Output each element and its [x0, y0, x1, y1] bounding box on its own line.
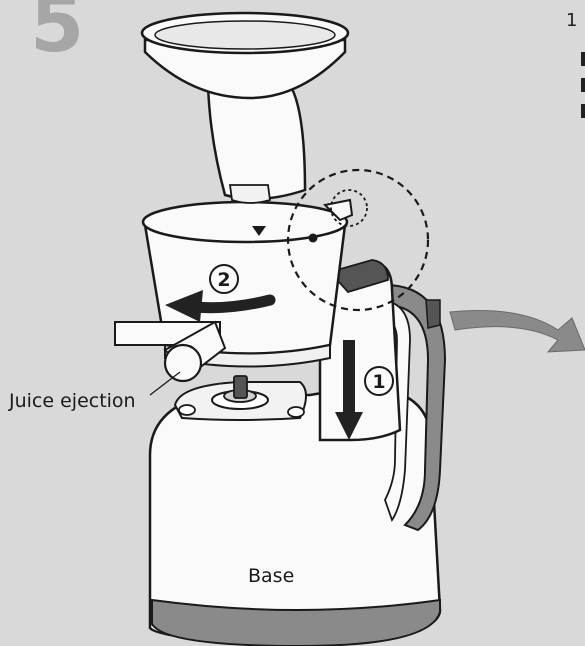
step-marker-2: 2: [210, 265, 238, 293]
juice-ejection-label: Juice ejection: [9, 390, 136, 412]
step-number: 5: [30, 0, 84, 64]
base-top-platform: [175, 376, 306, 420]
latch-hole-right: [288, 407, 304, 417]
alignment-dot-mark: [309, 234, 318, 243]
side-note-number: 1: [566, 10, 577, 31]
base-label: Base: [248, 565, 294, 587]
drive-shaft: [234, 376, 247, 398]
juice-ejection-leader-line: [150, 372, 180, 395]
hopper-funnel: [142, 13, 348, 98]
side-text-stubs: [581, 52, 585, 118]
step-marker-2-text: 2: [217, 269, 230, 291]
next-step-arrow: [450, 310, 585, 352]
step-marker-1-text: 1: [372, 371, 385, 393]
step-marker-1: 1: [365, 367, 393, 395]
latch-hole-left: [179, 405, 195, 415]
juice-outlet: [115, 322, 225, 381]
hopper-neck: [208, 85, 305, 203]
